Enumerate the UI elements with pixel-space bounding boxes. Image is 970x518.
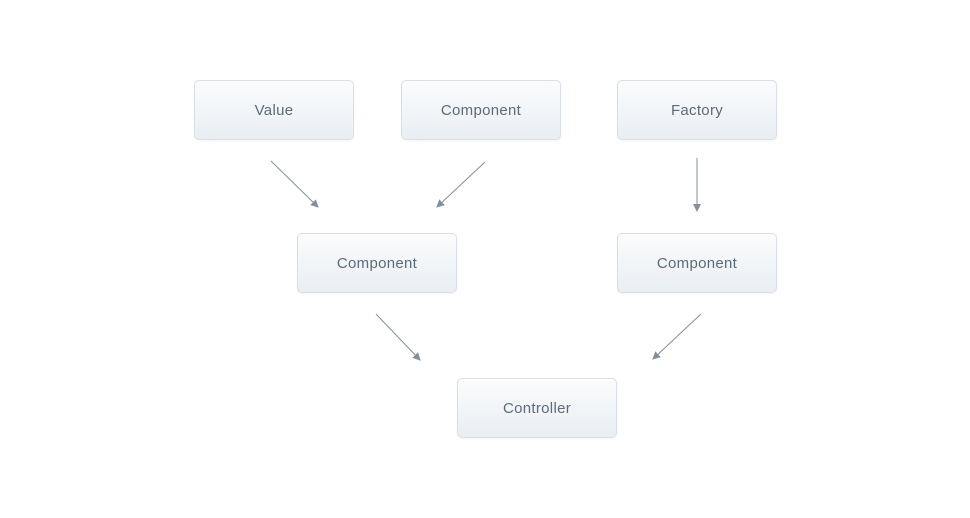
edge-value-to-component-left bbox=[270, 160, 319, 208]
node-label: Component bbox=[336, 254, 418, 272]
node-controller: Controller bbox=[457, 378, 617, 438]
edge-component-top-to-component-left bbox=[436, 161, 486, 208]
edge-component-left-to-controller bbox=[375, 313, 421, 361]
node-component-left: Component bbox=[297, 233, 457, 293]
node-component-right: Component bbox=[617, 233, 777, 293]
node-value: Value bbox=[194, 80, 354, 140]
node-component-top: Component bbox=[401, 80, 561, 140]
edge-component-right-to-controller bbox=[652, 313, 702, 360]
node-label: Component bbox=[656, 254, 738, 272]
node-label: Component bbox=[440, 101, 522, 119]
node-label: Controller bbox=[502, 399, 572, 417]
node-factory: Factory bbox=[617, 80, 777, 140]
node-label: Value bbox=[254, 101, 294, 119]
node-label: Factory bbox=[670, 101, 724, 119]
